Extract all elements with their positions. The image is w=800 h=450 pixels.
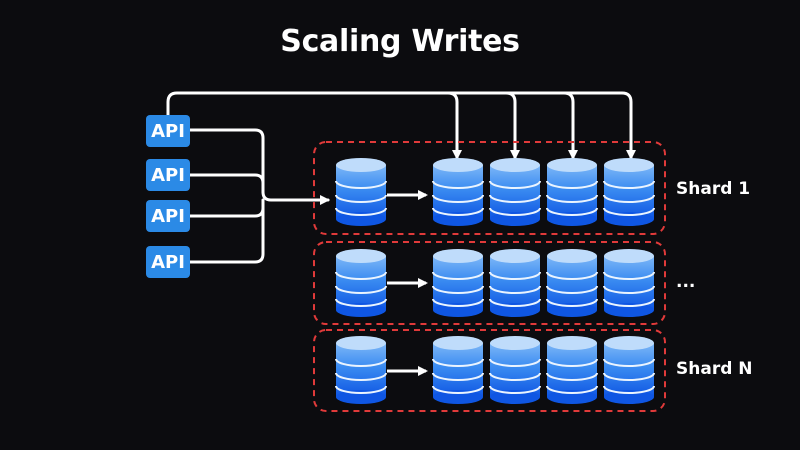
shard-label-n: Shard N	[676, 359, 753, 379]
shard-1-replica-db-2	[489, 157, 541, 227]
shard-n-border	[313, 329, 666, 412]
api-node-4: API	[146, 246, 190, 278]
shard-group-1	[313, 141, 666, 235]
shard-group-2	[313, 241, 666, 325]
shard-2-border	[313, 241, 666, 325]
shard-1-replica-db-1	[432, 157, 484, 227]
shard-n-replica-db-1	[432, 335, 484, 405]
api-connector-lines	[166, 91, 636, 264]
shard-2-primary-db	[335, 248, 387, 318]
shard-1-border	[313, 141, 666, 235]
shard-2-replica-db-4	[603, 248, 655, 318]
shard-2-replica-db-3	[546, 248, 598, 318]
shard-label-ellipsis: ...	[676, 272, 696, 292]
shard-n-replica-db-2	[489, 335, 541, 405]
api-node-2: API	[146, 159, 190, 191]
shard-n-replica-db-4	[603, 335, 655, 405]
shard-group-n	[313, 329, 666, 412]
shard-2-replica-db-2	[489, 248, 541, 318]
api-node-3: API	[146, 200, 190, 232]
shard-n-primary-db	[335, 335, 387, 405]
shard-1-replica-db-4	[603, 157, 655, 227]
diagram-title: Scaling Writes	[280, 24, 520, 59]
api-node-1: API	[146, 115, 190, 147]
shard-1-primary-db	[335, 157, 387, 227]
shard-1-replica-db-3	[546, 157, 598, 227]
shard-2-replica-db-1	[432, 248, 484, 318]
shard-n-replica-db-3	[546, 335, 598, 405]
shard-label-1: Shard 1	[676, 179, 751, 199]
